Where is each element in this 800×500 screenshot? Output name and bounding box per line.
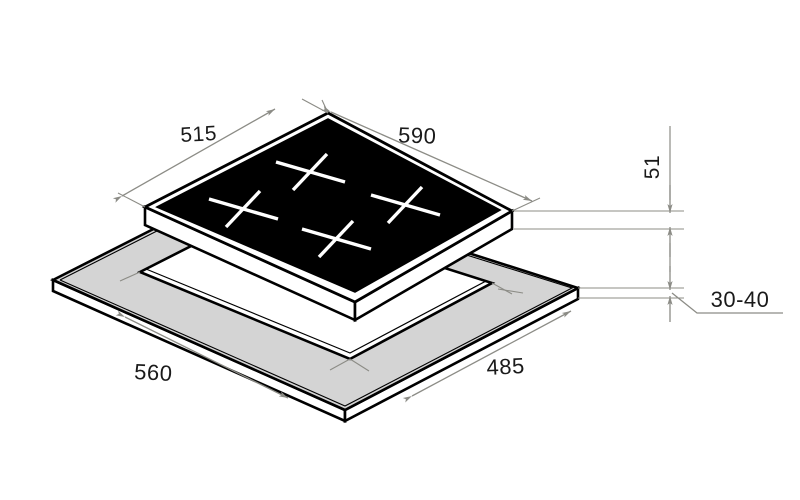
dimension-485-label: 485 (486, 353, 525, 380)
dimension-590-label: 590 (398, 122, 437, 148)
burner-mark-front (301, 219, 372, 259)
dimension-30-40-leader (671, 292, 783, 314)
dimension-560-group: 560 (115, 271, 351, 399)
dimension-51-label: 51 (641, 155, 664, 179)
dimension-560-label: 560 (134, 359, 173, 386)
dimension-485-line (402, 310, 572, 403)
dimension-51-group: 51 (514, 126, 684, 272)
dimension-515-line (112, 108, 276, 203)
dimension-590-group: 590 (321, 99, 541, 212)
dimension-485-extension-a (349, 358, 370, 372)
dimension-590-line (321, 105, 533, 202)
dimension-560-line (115, 310, 289, 399)
dimension-560-extension-a (119, 271, 141, 282)
dimension-515-label: 515 (180, 122, 218, 147)
dimension-515-group: 515 (112, 98, 329, 208)
countertop-face-leader (497, 288, 524, 294)
dimension-30-40-group: 30-40 (578, 266, 783, 322)
dimension-590-extension-b (511, 197, 541, 212)
dimension-560-extension-b (329, 358, 351, 371)
dimension-485-group: 485 (349, 282, 572, 403)
dimension-30-40-label: 30-40 (711, 287, 770, 312)
dimension-485-extension-b (491, 282, 513, 295)
cooktop-assembly (141, 111, 515, 323)
